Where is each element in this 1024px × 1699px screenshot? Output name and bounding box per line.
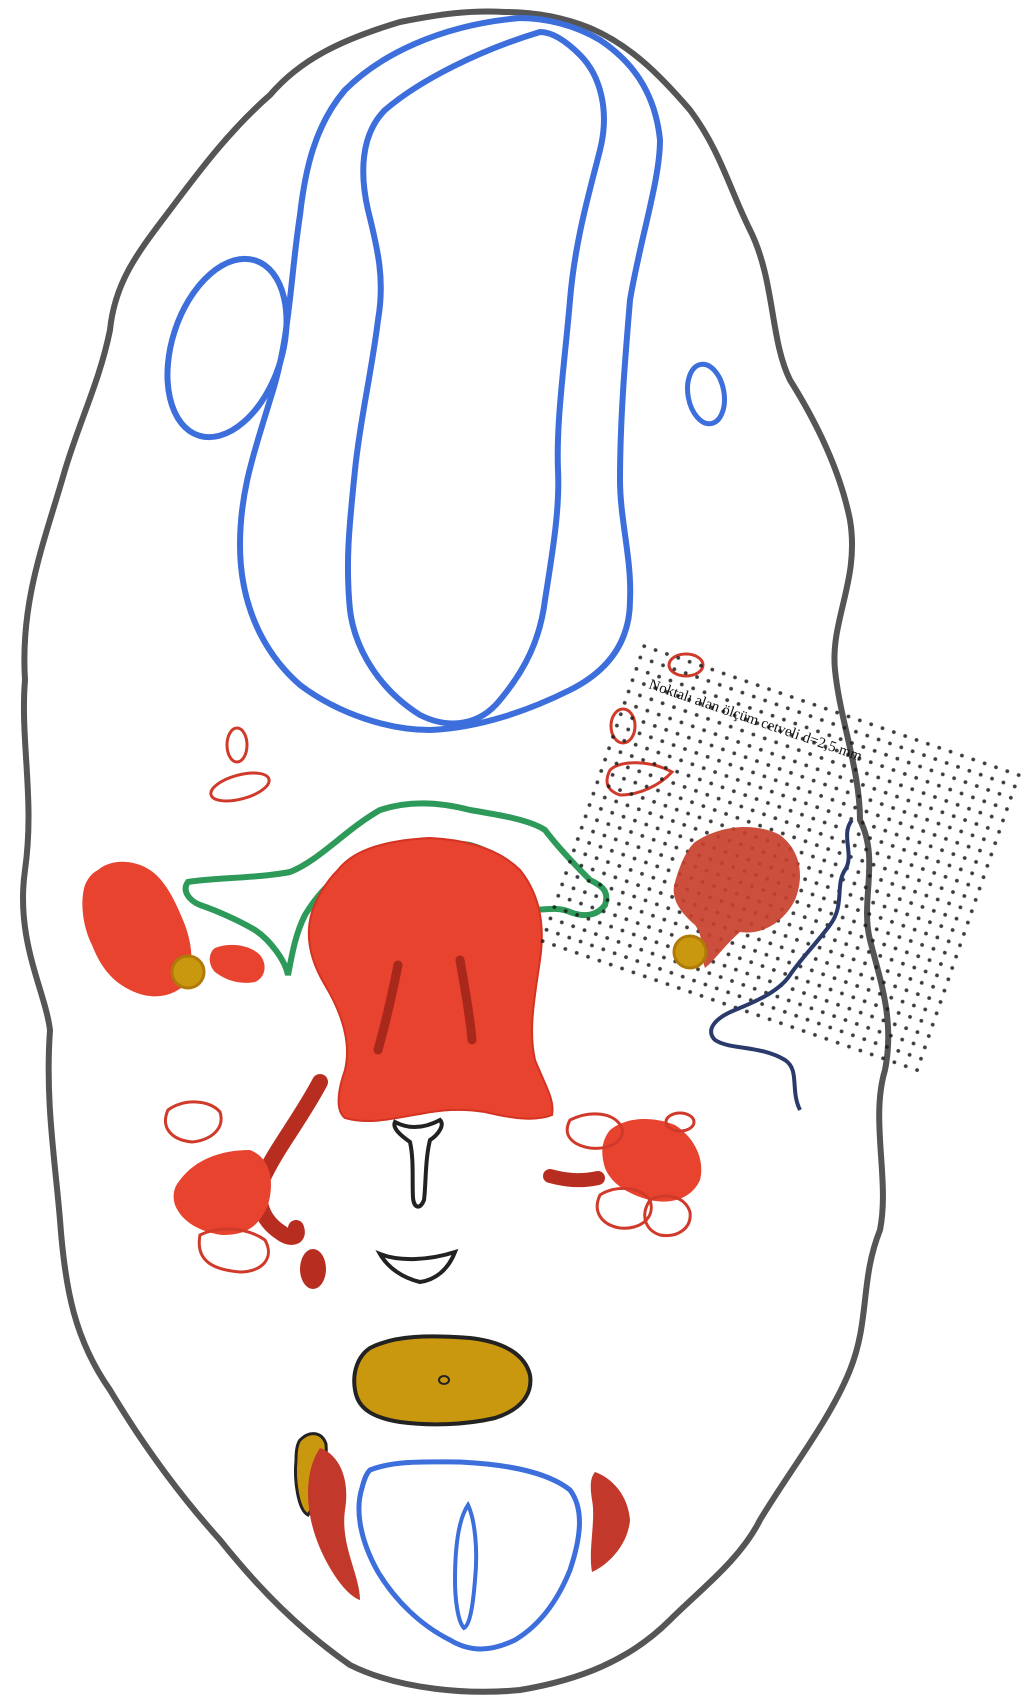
- lower-yellow-mass: [354, 1336, 530, 1424]
- right-outline-bubble-4: [666, 1113, 694, 1131]
- central-red-mass: [309, 838, 553, 1121]
- blue-inner-loop: [348, 32, 604, 723]
- left-outline-bubble-1: [165, 1102, 221, 1142]
- dark-v-shape: [380, 1252, 455, 1282]
- blue-left-oval: [146, 244, 307, 453]
- right-outline-bubble-2: [597, 1188, 651, 1228]
- dark-y-shape: [394, 1120, 441, 1207]
- left-dark-red-dot: [300, 1249, 326, 1289]
- dark-red-rod: [259, 1082, 320, 1237]
- left-yellow-node: [172, 956, 204, 988]
- grid-yellow-node: [674, 936, 706, 968]
- right-lower-red-arm: [550, 1176, 598, 1180]
- left-lower-red-mass: [174, 1150, 271, 1235]
- left-red-blob-small: [210, 945, 265, 983]
- blue-outer-loop: [240, 18, 660, 730]
- red-small-outline-1: [227, 728, 247, 762]
- red-small-outline-2: [208, 768, 272, 807]
- left-outline-bubble-2: [199, 1229, 268, 1272]
- blue-lower-inner: [455, 1505, 476, 1628]
- left-lower-red-teardrop: [308, 1448, 360, 1600]
- blue-right-oval: [683, 361, 729, 426]
- right-lower-red-teardrop: [591, 1472, 630, 1572]
